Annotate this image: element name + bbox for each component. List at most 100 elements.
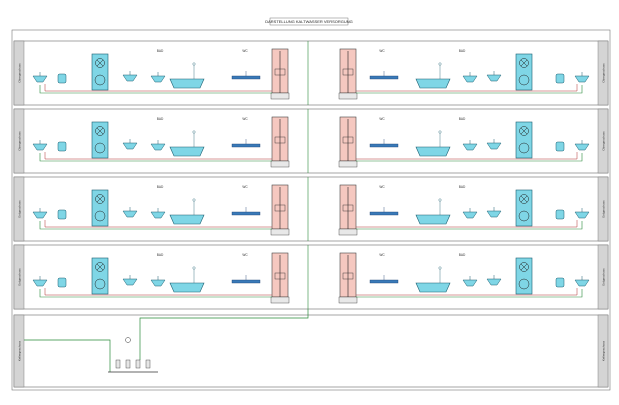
- washbasin-icon: [122, 210, 138, 218]
- dryer-drum-icon: [519, 262, 529, 272]
- dryer-cross-icon: [96, 263, 104, 271]
- washbasin-icon: [574, 211, 590, 219]
- washer-drum-icon: [518, 142, 530, 154]
- dryer-cross-icon: [520, 263, 528, 271]
- valve-icon: [145, 359, 151, 369]
- washbasin-icon: [486, 278, 502, 286]
- cold-water-line-left: [39, 289, 272, 298]
- cold-water-line-right: [356, 221, 583, 230]
- washbasin-icon: [574, 279, 590, 287]
- kitchen-sink-icon: [231, 279, 261, 284]
- cold-water-line-left: [39, 221, 272, 230]
- washer-drum-icon: [518, 210, 530, 222]
- room-label: BAD: [459, 49, 466, 53]
- washbasin-icon: [462, 211, 478, 219]
- basement-band: Kellergeschoss Kellergeschoss: [13, 309, 609, 388]
- valve-icon: [135, 359, 141, 369]
- room-label: BAD: [459, 185, 466, 189]
- toilet-icon: [57, 141, 67, 152]
- dryer-drum-icon: [95, 262, 105, 272]
- washing-machine-icon: [91, 121, 109, 159]
- washbasin-icon: [486, 74, 502, 82]
- toilet-icon: [57, 73, 67, 84]
- house-connection-line: [24, 339, 111, 372]
- bathtub-icon: [415, 146, 451, 157]
- toilet-icon: [555, 277, 565, 288]
- washing-machine-icon: [515, 257, 533, 295]
- water-meter-icon: [274, 272, 286, 280]
- washbasin-icon: [574, 75, 590, 83]
- washbasin-icon: [122, 74, 138, 82]
- shower-head-icon: [438, 266, 442, 270]
- kitchen-sink-icon: [369, 143, 399, 148]
- shower-head-icon: [438, 62, 442, 66]
- floor-tab-right: [597, 40, 609, 106]
- washbasin-icon: [122, 278, 138, 286]
- hot-water-line-left: [44, 152, 272, 160]
- shower-head-icon: [192, 198, 196, 202]
- washbasin-icon: [150, 75, 166, 83]
- room-label: BAD: [157, 253, 164, 257]
- floor-tab-right: [597, 244, 609, 310]
- room-label: BAD: [459, 117, 466, 121]
- manifold-icon: [338, 160, 358, 168]
- dryer-cross-icon: [96, 195, 104, 203]
- manifold-icon: [270, 228, 290, 236]
- floor-tab-left: [13, 108, 25, 174]
- cold-water-line-left: [39, 153, 272, 162]
- floor-label-left: Obergeschoss: [18, 131, 22, 151]
- washbasin-icon: [32, 75, 48, 83]
- washing-machine-icon: [91, 189, 109, 227]
- cold-water-line-right: [356, 85, 583, 94]
- floor-label-left: Obergeschoss: [18, 63, 22, 83]
- title-box: [269, 17, 349, 26]
- hot-water-line-right: [356, 152, 578, 160]
- water-meter-icon: [274, 68, 286, 76]
- floor-tab-right: [597, 108, 609, 174]
- hot-water-line-right: [356, 84, 578, 92]
- basement-label-right: Kellergeschoss: [602, 340, 606, 361]
- title-block: DARSTELLUNG KALTWASSER VERSORGUNG: [265, 17, 353, 26]
- floor-label-right: Obergeschoss: [602, 63, 606, 83]
- toilet-icon: [555, 73, 565, 84]
- washer-drum-icon: [94, 278, 106, 290]
- dryer-cross-icon: [96, 59, 104, 67]
- washbasin-icon: [32, 143, 48, 151]
- washing-machine-icon: [91, 257, 109, 295]
- manifold-icon: [270, 160, 290, 168]
- kitchen-sink-icon: [369, 279, 399, 284]
- basement-tab-right: [597, 314, 609, 388]
- dryer-cross-icon: [520, 59, 528, 67]
- manifold-icon: [338, 228, 358, 236]
- hot-water-line-left: [44, 220, 272, 228]
- basement-feed-line: [139, 309, 309, 360]
- dryer-cross-icon: [520, 127, 528, 135]
- pressure-gauge-icon: [125, 337, 131, 343]
- manifold-icon: [270, 92, 290, 100]
- shower-head-icon: [438, 198, 442, 202]
- shower-head-icon: [192, 266, 196, 270]
- washer-drum-icon: [94, 74, 106, 86]
- water-meter-icon: [274, 136, 286, 144]
- outer-frame: [11, 29, 611, 391]
- bathtub-icon: [415, 282, 451, 293]
- washbasin-icon: [574, 143, 590, 151]
- washing-machine-icon: [515, 53, 533, 91]
- water-meter-icon: [274, 204, 286, 212]
- washbasin-icon: [32, 279, 48, 287]
- toilet-icon: [555, 209, 565, 220]
- room-label: BAD: [157, 185, 164, 189]
- washbasin-icon: [150, 211, 166, 219]
- washbasin-icon: [486, 210, 502, 218]
- water-meter-icon: [342, 272, 354, 280]
- valve-icon: [125, 359, 131, 369]
- floor-label-right: Obergeschoss: [602, 131, 606, 151]
- manifold-icon: [338, 92, 358, 100]
- basement-label-left: Kellergeschoss: [18, 340, 22, 361]
- room-label: WC: [379, 185, 385, 189]
- dryer-drum-icon: [519, 58, 529, 68]
